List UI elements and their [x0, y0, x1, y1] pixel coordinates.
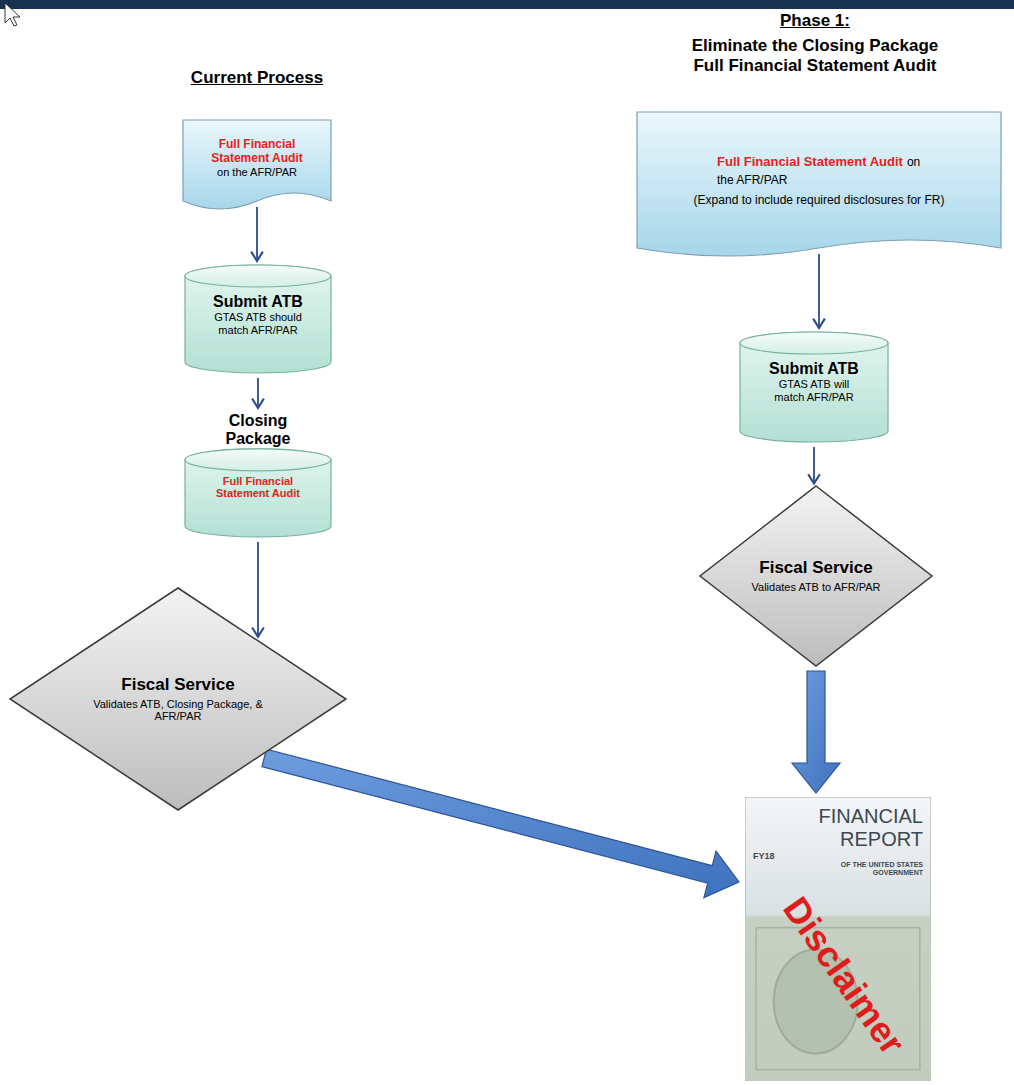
report-cover-image: FINANCIAL REPORTFY18OF THE UNITED STATES…: [745, 797, 931, 1081]
node-text: (Expand to include required disclosures …: [667, 194, 971, 208]
flow-arrow: [257, 542, 259, 637]
decision-diamond: Fiscal ServiceValidates ATB, Closing Pac…: [10, 588, 346, 810]
node-text: on the AFR/PAR: [193, 166, 321, 179]
decision-diamond: Fiscal ServiceValidates ATB to AFR/PAR: [700, 486, 932, 666]
audit-text: Full Financial Statement Audit: [193, 138, 321, 166]
node-text: GTAS ATB will match AFR/PAR: [768, 378, 860, 403]
database-cylinder: Closing PackageFull Financial Statement …: [185, 412, 331, 537]
node-heading: Closing Package: [218, 412, 298, 449]
cylinder-body: [740, 332, 888, 442]
node-content: Closing PackageFull Financial Statement …: [185, 412, 331, 521]
document-shape: Full Financial Statement Auditon the AFR…: [637, 112, 1001, 262]
cylinder-body: [185, 265, 331, 373]
flow-arrow: [813, 447, 815, 484]
cylinder-top: [185, 265, 331, 287]
cylinder-top: [740, 332, 888, 354]
node-content: Submit ATBGTAS ATB will match AFR/PAR: [740, 332, 888, 425]
cover-ground: [745, 797, 931, 1081]
audit-text: Full Financial Statement Audit: [205, 475, 311, 500]
node-heading: Submit ATB: [213, 293, 303, 311]
report-year: FY18: [753, 851, 923, 861]
top-bar: [0, 0, 1014, 9]
phase-subheading: Eliminate the Closing Package Full Finan…: [690, 36, 940, 77]
node-heading: Submit ATB: [768, 360, 860, 378]
node-heading: Fiscal Service: [88, 675, 268, 695]
node-text: Validates ATB to AFR/PAR: [751, 581, 881, 594]
node-text: Validates ATB, Closing Package, & AFR/PA…: [88, 698, 268, 723]
big-flow-arrow: [792, 671, 840, 793]
node-text: GTAS ATB should match AFR/PAR: [213, 311, 303, 336]
report-title: FINANCIAL REPORT: [803, 805, 923, 851]
node-content: Full Financial Statement Auditon the AFR…: [183, 120, 331, 205]
audit-text: Full Financial Statement Audit: [717, 154, 903, 169]
flow-arrow: [818, 254, 820, 328]
cylinder-body: [185, 449, 331, 537]
flow-arrow: [257, 378, 259, 408]
shape-outline: [637, 112, 1001, 262]
node-content: Submit ATBGTAS ATB should match AFR/PAR: [185, 265, 331, 358]
node-content: FINANCIAL REPORTFY18OF THE UNITED STATES…: [745, 797, 931, 1005]
diamond-outline: [700, 486, 932, 666]
document-outline: [183, 120, 331, 209]
node-content: Fiscal ServiceValidates ATB, Closing Pac…: [88, 675, 268, 723]
report-subtitle: OF THE UNITED STATES GOVERNMENT: [823, 861, 923, 877]
node-heading: Fiscal Service: [751, 558, 881, 578]
flow-arrow: [256, 207, 258, 261]
database-cylinder: Submit ATBGTAS ATB should match AFR/PAR: [185, 265, 331, 373]
big-flow-arrow: [262, 749, 739, 897]
column-heading: Current Process: [142, 68, 372, 88]
cursor-icon: [5, 3, 20, 26]
document-outline: [637, 112, 1001, 256]
phase-heading: Phase 1:: [715, 11, 915, 31]
node-content: Fiscal ServiceValidates ATB to AFR/PAR: [751, 558, 881, 593]
cylinder-top: [185, 449, 331, 471]
node-content: Full Financial Statement Auditon the AFR…: [637, 112, 1001, 234]
diamond-outline: [10, 588, 346, 810]
document-shape: Full Financial Statement Auditon the AFR…: [183, 120, 331, 215]
database-cylinder: Submit ATBGTAS ATB will match AFR/PAR: [740, 332, 888, 442]
